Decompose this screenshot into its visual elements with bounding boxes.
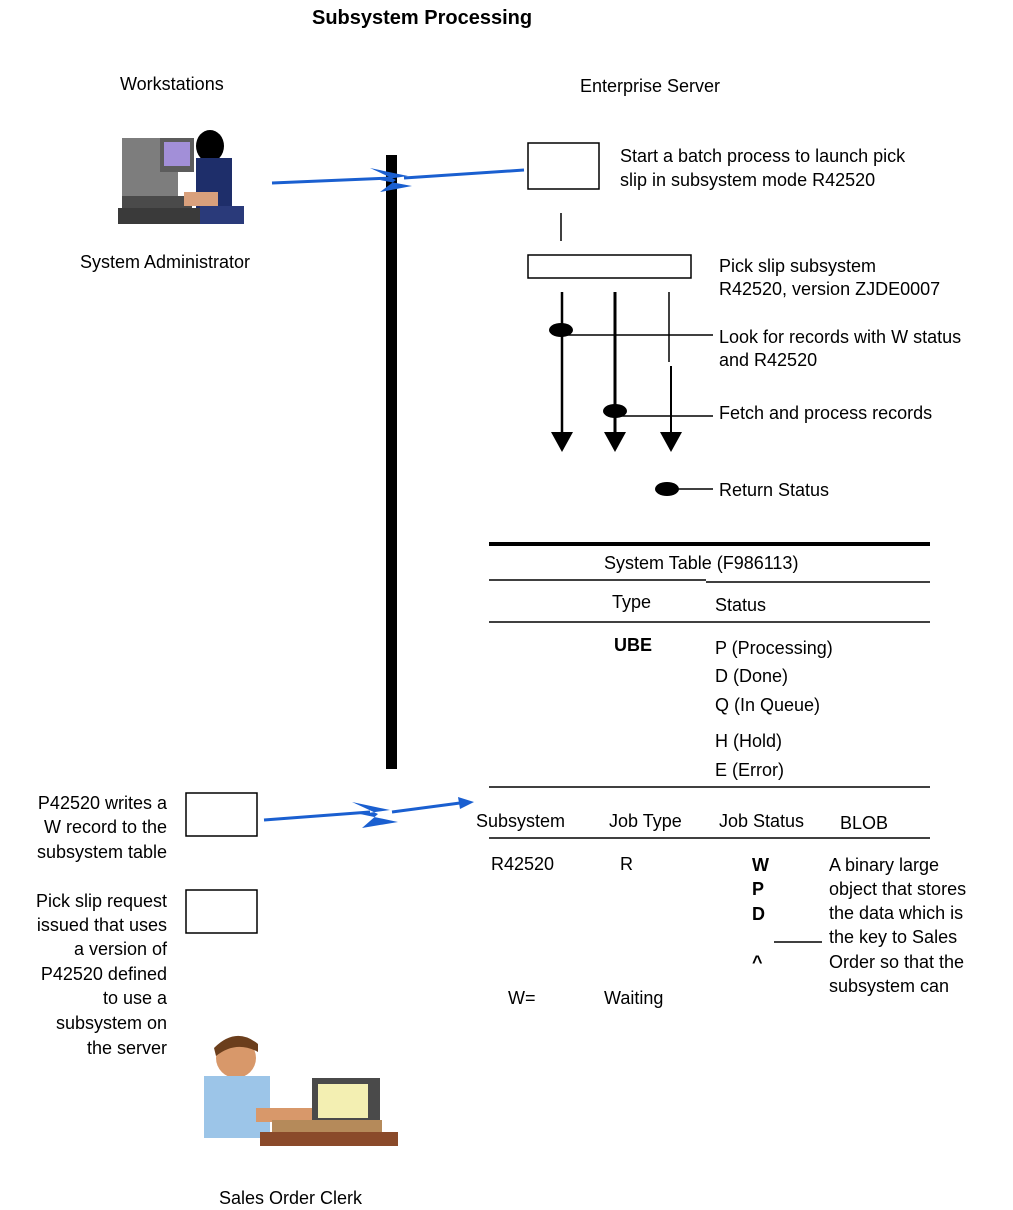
return-status-label: Return Status [719,480,830,500]
job-status-caret: ^ [752,952,763,972]
legend-value: Waiting [604,988,664,1008]
legend-key: W= [508,988,536,1008]
job-status-w: W [752,855,769,875]
batch-process-box [527,142,600,190]
clerk-lightning-icon [263,797,474,828]
pick-slip-request-line-5: to use a [102,988,167,1008]
look-records-line-1: Look for records with W status [719,327,962,347]
status-error: E (Error) [715,760,784,780]
subsystem-value: R42520 [491,854,555,874]
pick-slip-request-line-2: issued that uses [36,915,167,935]
subsystem-col-job-status: Job Status [719,811,805,831]
status-in-queue: Q (In Queue) [715,695,821,715]
process-arrows [551,292,682,452]
pick-slip-subsystem-box [527,254,692,279]
pick-slip-request-box [185,889,258,934]
writes-record-line-2: W record to the [43,817,167,837]
fetch-records-pointer [603,404,713,418]
system-table-title: System Table (F986113) [604,553,799,573]
status-hold: H (Hold) [715,731,783,751]
system-table-col-type: Type [612,592,652,612]
admin-computer-icon [118,130,244,224]
clerk-label: Sales Order Clerk [219,1188,363,1208]
pick-slip-request-line-7: the server [86,1038,167,1058]
look-records-line-2: and R42520 [719,350,818,370]
diagram-title: Subsystem Processing [312,7,533,29]
pick-slip-request-line-6: subsystem on [55,1013,167,1033]
pick-slip-request-line-4: P42520 defined [40,964,167,984]
system-table-col-status: Status [715,595,767,615]
writes-record-line-3: subsystem table [36,842,167,862]
subsystem-col-blob: BLOB [840,813,889,833]
blob-desc-line-6: subsystem can [829,976,950,996]
status-processing: P (Processing) [715,638,833,658]
blob-desc-line-5: Order so that the [829,952,965,972]
pick-slip-request-line-3: a version of [73,939,167,959]
subsystem-col-job-type: Job Type [609,811,682,831]
system-table-type-value: UBE [614,635,653,655]
pick-slip-request-line-1: Pick slip request [35,891,167,911]
start-batch-line-2: slip in subsystem mode R42520 [620,170,876,190]
job-type-value: R [620,854,633,874]
writes-record-line-1: P42520 writes a [37,793,167,813]
blob-desc-line-3: the data which is [829,903,964,923]
blob-desc-line-2: object that stores [829,879,967,899]
pick-slip-subsystem-line-1: Pick slip subsystem [719,256,877,276]
return-status-pointer [655,482,713,496]
status-done: D (Done) [715,666,789,686]
clerk-computer-icon [204,1035,398,1146]
network-divider [386,155,397,769]
writes-record-box [185,792,258,837]
system-table-rules [489,542,930,839]
admin-lightning-icon [271,168,525,192]
enterprise-server-header: Enterprise Server [580,76,721,96]
subsystem-col-subsystem: Subsystem [476,811,566,831]
look-records-pointer [549,323,713,337]
pick-slip-subsystem-line-2: R42520, version ZJDE0007 [719,279,941,299]
fetch-records-label: Fetch and process records [719,403,933,423]
start-batch-line-1: Start a batch process to launch pick [620,146,906,166]
admin-label: System Administrator [80,252,251,272]
blob-desc-line-1: A binary large [829,855,940,875]
blob-desc-line-4: the key to Sales [829,927,958,947]
job-status-p: P [752,879,765,899]
workstations-header: Workstations [120,74,224,94]
job-status-d: D [752,904,765,924]
